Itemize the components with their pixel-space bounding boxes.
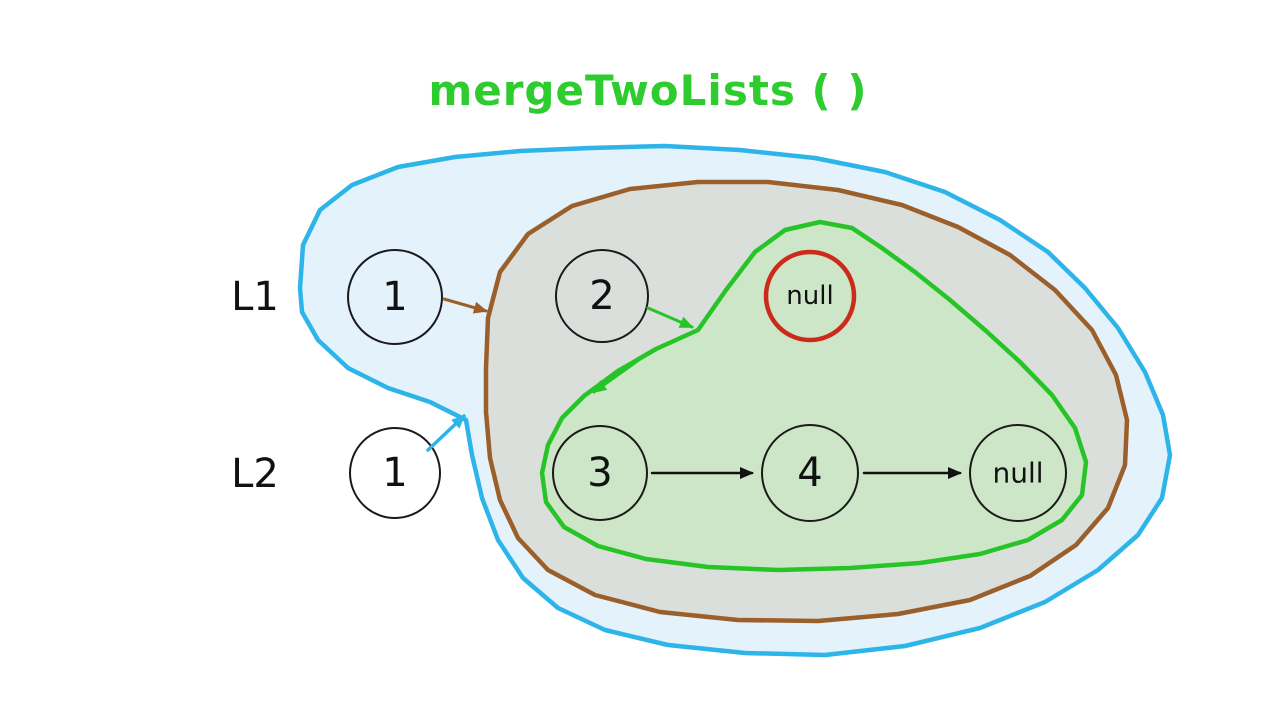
node-null-circle [969, 424, 1067, 522]
node-l2-1-value: 1 [382, 450, 407, 496]
node-3-circle [552, 425, 648, 521]
node-l1-null-circle [763, 249, 857, 343]
arrow-l1-2-to-inner-scope [646, 306, 694, 329]
arrow-l1-1-to-mid-scope [442, 297, 488, 314]
label-l1: L1 [231, 274, 279, 320]
label-l2: L2 [231, 451, 279, 497]
function-title: mergeTwoLists ( ) [428, 66, 867, 115]
node-l1-1-circle [347, 249, 443, 345]
node-null-value: null [992, 457, 1043, 490]
node-4-circle [761, 424, 859, 522]
node-l1-null-value: null [786, 281, 833, 311]
inner-scope-blob [539, 219, 1089, 573]
node-l1-2-value: 2 [589, 273, 614, 319]
node-l1-2-circle [555, 249, 649, 343]
node-l1-1-value: 1 [382, 274, 407, 320]
arrow-l2-to-outer-scope [426, 414, 466, 452]
node-l2-1-circle [349, 427, 441, 519]
node-3-value: 3 [587, 450, 612, 496]
node-4-value: 4 [797, 450, 822, 496]
arrow-inner-scope-boundary [592, 350, 652, 394]
